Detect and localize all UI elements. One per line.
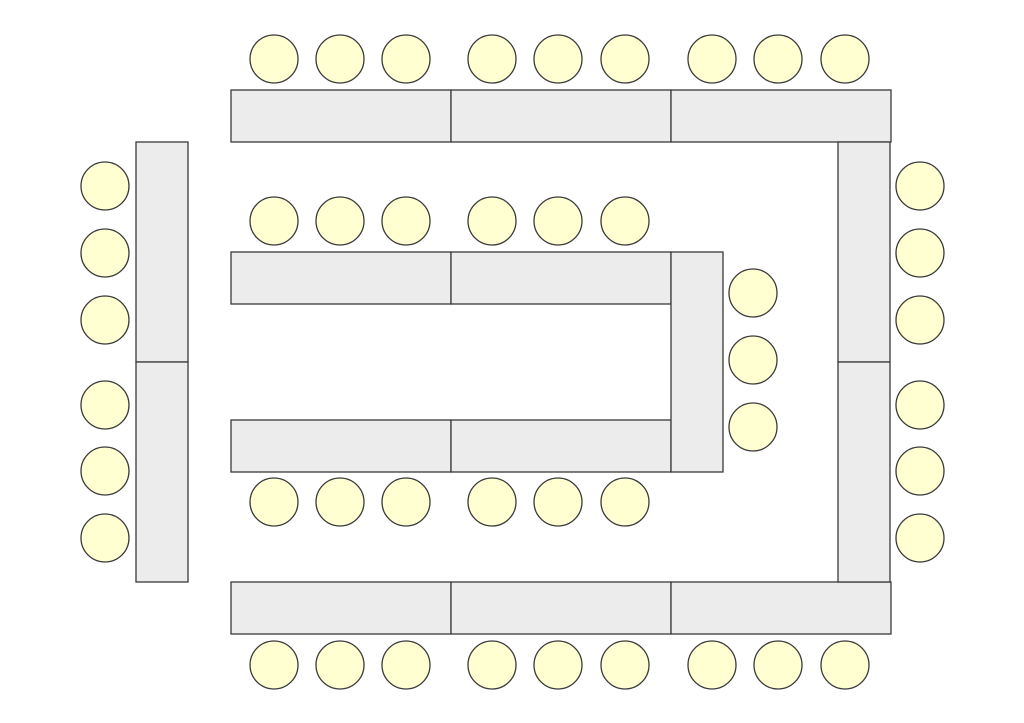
seat-inner-right-2 bbox=[728, 335, 778, 385]
table-outer-top-1 bbox=[230, 89, 452, 143]
table-outer-bottom-3 bbox=[670, 581, 892, 635]
seat-outer-right-2-3 bbox=[895, 513, 945, 563]
seat-outer-top-1-2 bbox=[315, 34, 365, 84]
seat-inner-right-3 bbox=[728, 402, 778, 452]
table-outer-bottom-1 bbox=[230, 581, 452, 635]
table-outer-left-2 bbox=[135, 361, 189, 583]
table-outer-left-1 bbox=[135, 141, 189, 363]
seat-outer-bottom-3-1 bbox=[687, 640, 737, 690]
seat-outer-top-1-1 bbox=[249, 34, 299, 84]
seat-outer-left-2-3 bbox=[80, 513, 130, 563]
seat-inner-bottom-2-1 bbox=[467, 477, 517, 527]
seat-outer-left-1-3 bbox=[80, 295, 130, 345]
seat-outer-right-1-1 bbox=[895, 161, 945, 211]
seat-outer-left-2-2 bbox=[80, 446, 130, 496]
seat-outer-bottom-3-3 bbox=[820, 640, 870, 690]
seat-inner-right-1 bbox=[728, 268, 778, 318]
table-inner-bottom-1 bbox=[230, 419, 452, 473]
seat-outer-right-1-2 bbox=[895, 228, 945, 278]
table-inner-bottom-2 bbox=[450, 419, 672, 473]
seat-inner-bottom-2-2 bbox=[533, 477, 583, 527]
seat-outer-top-2-3 bbox=[600, 34, 650, 84]
seat-outer-bottom-2-2 bbox=[533, 640, 583, 690]
seat-inner-bottom-1-1 bbox=[249, 477, 299, 527]
seat-outer-bottom-1-2 bbox=[315, 640, 365, 690]
seat-outer-right-2-1 bbox=[895, 380, 945, 430]
seat-outer-left-2-1 bbox=[80, 380, 130, 430]
seat-outer-top-3-2 bbox=[753, 34, 803, 84]
table-outer-right-2 bbox=[837, 361, 891, 583]
seat-inner-bottom-1-2 bbox=[315, 477, 365, 527]
seat-outer-bottom-1-1 bbox=[249, 640, 299, 690]
seat-outer-top-3-3 bbox=[820, 34, 870, 84]
table-outer-right-1 bbox=[837, 141, 891, 363]
seat-outer-bottom-1-3 bbox=[381, 640, 431, 690]
table-inner-top-2 bbox=[450, 251, 672, 305]
seat-inner-top-1-3 bbox=[381, 196, 431, 246]
seat-inner-top-1-1 bbox=[249, 196, 299, 246]
seat-outer-top-2-2 bbox=[533, 34, 583, 84]
tables-layer bbox=[135, 89, 892, 635]
seat-outer-top-1-3 bbox=[381, 34, 431, 84]
seat-outer-right-2-2 bbox=[895, 446, 945, 496]
table-outer-top-3 bbox=[670, 89, 892, 143]
seat-inner-bottom-1-3 bbox=[381, 477, 431, 527]
table-outer-top-2 bbox=[450, 89, 672, 143]
table-outer-bottom-2 bbox=[450, 581, 672, 635]
seat-outer-top-2-1 bbox=[467, 34, 517, 84]
table-inner-right bbox=[670, 251, 724, 473]
seat-outer-bottom-2-1 bbox=[467, 640, 517, 690]
seat-outer-right-1-3 bbox=[895, 295, 945, 345]
seat-outer-left-1-1 bbox=[80, 161, 130, 211]
seat-outer-bottom-3-2 bbox=[753, 640, 803, 690]
seat-outer-top-3-1 bbox=[687, 34, 737, 84]
seat-outer-bottom-2-3 bbox=[600, 640, 650, 690]
seat-inner-top-2-2 bbox=[533, 196, 583, 246]
seats-layer bbox=[80, 34, 945, 690]
seat-outer-left-1-2 bbox=[80, 228, 130, 278]
seat-inner-top-2-1 bbox=[467, 196, 517, 246]
seat-inner-bottom-2-3 bbox=[600, 477, 650, 527]
seat-inner-top-1-2 bbox=[315, 196, 365, 246]
table-inner-top-1 bbox=[230, 251, 452, 305]
seat-inner-top-2-3 bbox=[600, 196, 650, 246]
